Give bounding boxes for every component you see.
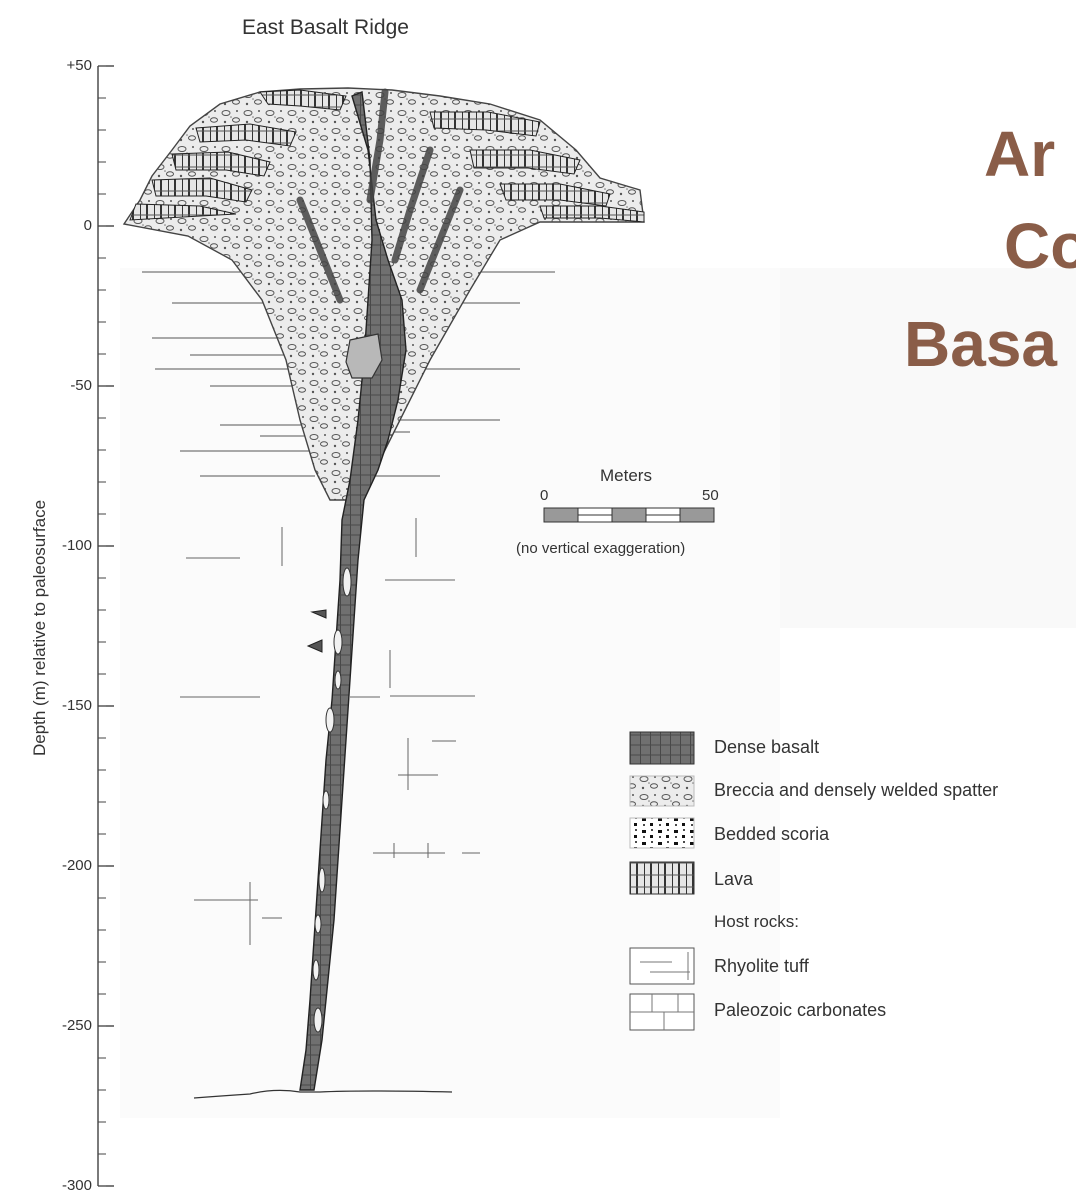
scale-bar-min-label: 0 [540,487,548,504]
heading-line-3: Basa [904,312,1057,376]
y-axis-tick-label: 0 [32,217,92,234]
legend-swatch-breccia [630,776,694,806]
y-axis-tick-label: -250 [32,1017,92,1034]
scale-bar-note: (no vertical exaggeration) [516,540,685,557]
legend-swatch-rhyolite-tuff [630,948,694,984]
y-axis-tick-label: -50 [32,377,92,394]
legend-label-breccia: Breccia and densely welded spatter [714,780,998,801]
heading-line-2: Co [1004,214,1076,278]
diagram-title: East Basalt Ridge [242,16,409,40]
legend-label-bedded-scoria: Bedded scoria [714,824,829,845]
y-axis-tick-label: -300 [32,1177,92,1194]
scale-bar-graphic [544,508,714,522]
legend-swatch-lava [630,862,694,894]
conduit-offshoots [308,610,326,652]
legend-label-paleozoic-carbonates: Paleozoic carbonates [714,1000,886,1021]
legend-swatches [630,732,694,1030]
y-axis-ticks [98,66,114,1186]
y-axis-tick-label: -200 [32,857,92,874]
legend-swatch-bedded-scoria [630,818,694,848]
y-axis-label: Depth (m) relative to paleosurface [30,500,50,756]
legend-swatch-paleozoic-carbonates [630,994,694,1030]
legend-label-host-rocks: Host rocks: [714,912,799,932]
legend-label-rhyolite-tuff: Rhyolite tuff [714,956,809,977]
legend-label-dense-basalt: Dense basalt [714,737,819,758]
base-line [194,1090,452,1098]
legend-label-lava: Lava [714,869,753,890]
heading-line-1: Ar [984,122,1055,186]
y-axis-tick-label: +50 [32,57,92,74]
scale-bar-title: Meters [600,466,652,486]
scale-bar-max-label: 50 [702,487,719,504]
legend-swatch-dense-basalt [630,732,694,764]
